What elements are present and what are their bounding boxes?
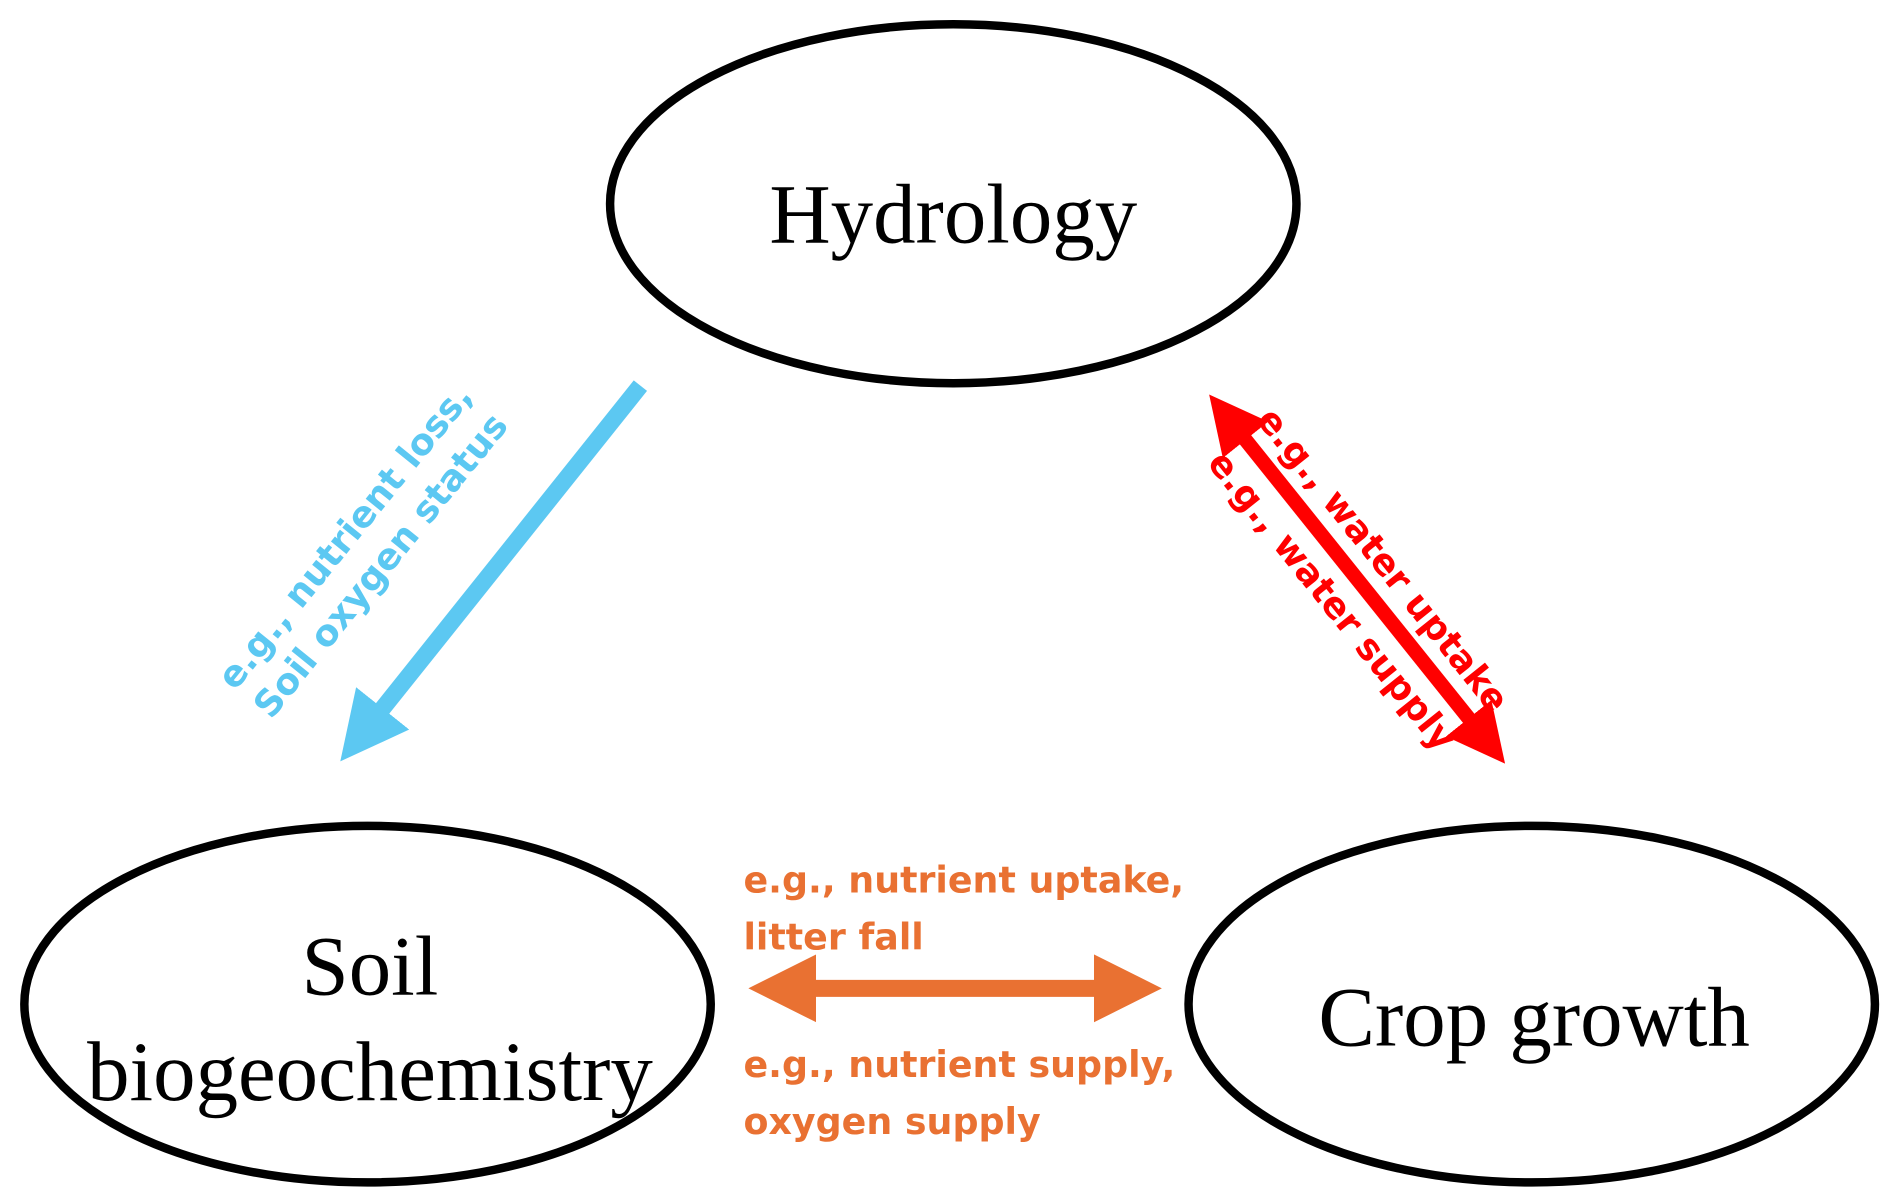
hydro-soil-label-line2: Soil oxygen status: [245, 405, 517, 726]
hydro-soil-label: e.g., nutrient loss, Soil oxygen status: [209, 375, 517, 726]
node-hydrology: Hydrology: [605, 20, 1301, 388]
soil-crop-bottom-line1: e.g., nutrient supply,: [743, 1043, 1175, 1086]
soil-ellipse: [20, 821, 715, 1187]
arrow-hydrology-crop: [1209, 394, 1506, 764]
hydrology-label: Hydrology: [769, 168, 1137, 262]
hydrology-ellipse: [605, 20, 1301, 388]
crop-ellipse: [1184, 821, 1880, 1187]
soil-label-line2: biogeochemistry: [87, 1025, 653, 1119]
soil-label-line1: Soil: [302, 919, 439, 1013]
node-crop: Crop growth: [1184, 821, 1880, 1187]
soil-crop-top-line1: e.g., nutrient uptake,: [743, 859, 1184, 902]
arrow-hydrology-to-soil: [340, 380, 648, 762]
soil-crop-top-line2: litter fall: [743, 916, 923, 959]
crop-label: Crop growth: [1318, 970, 1749, 1064]
node-soil: Soil biogeochemistry: [20, 821, 715, 1187]
soil-crop-bottom-line2: oxygen supply: [743, 1100, 1041, 1143]
